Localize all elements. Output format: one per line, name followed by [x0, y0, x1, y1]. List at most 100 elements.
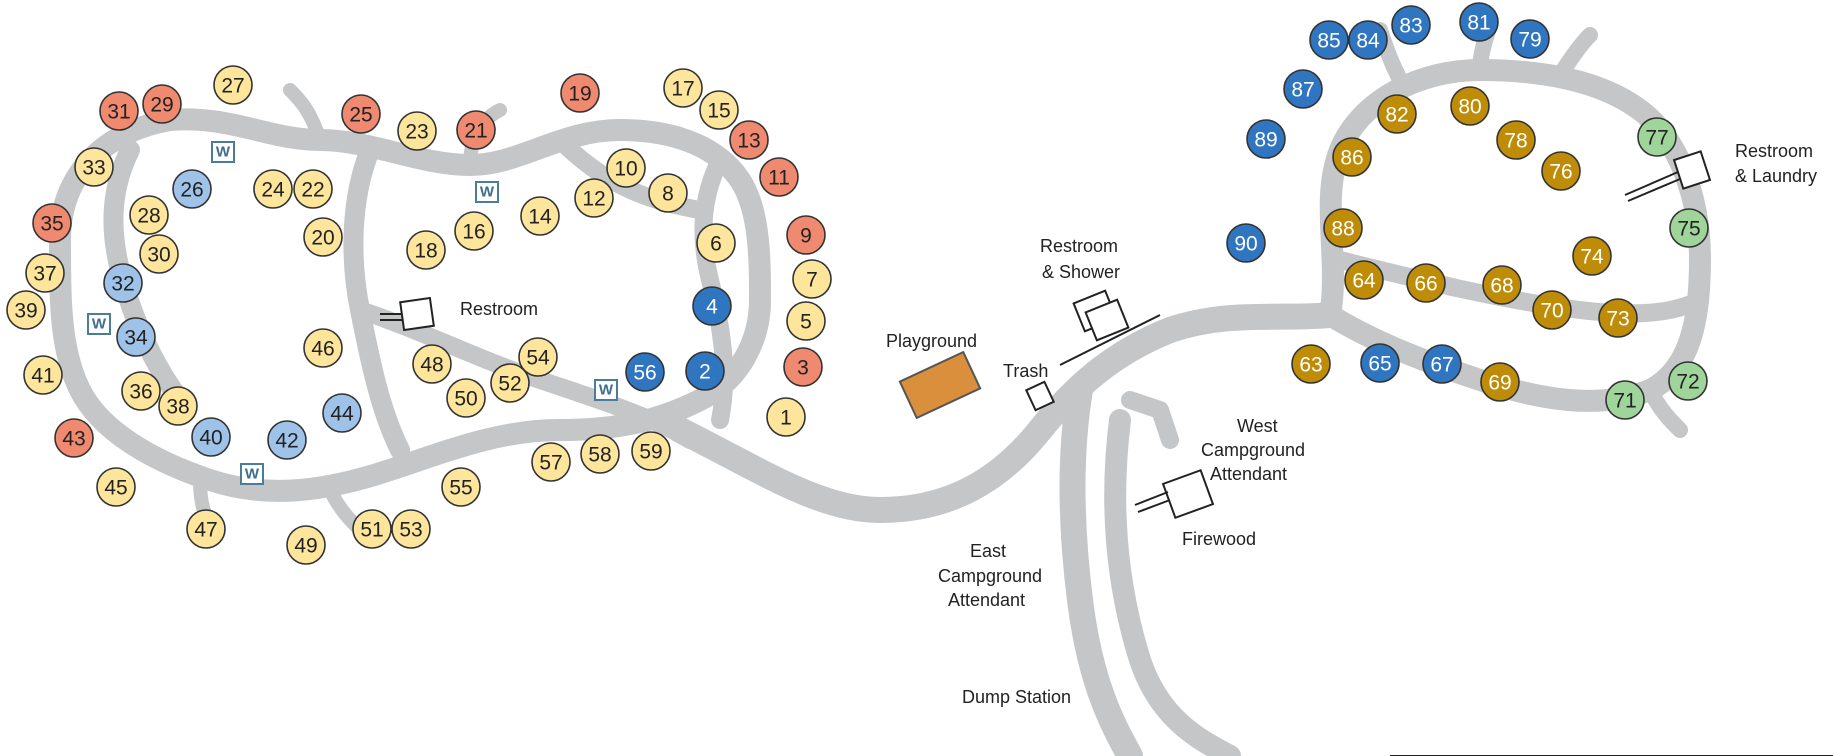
campsite-marker[interactable]: [574, 178, 614, 218]
campsite-6[interactable]: 6: [696, 223, 736, 263]
campsite-marker[interactable]: [1246, 119, 1286, 159]
campsite-marker[interactable]: [441, 467, 481, 507]
campsite-46[interactable]: 46: [303, 328, 343, 368]
campsite-69[interactable]: 69: [1480, 362, 1520, 402]
campsite-marker[interactable]: [139, 234, 179, 274]
campsite-marker[interactable]: [303, 328, 343, 368]
campsite-marker[interactable]: [490, 363, 530, 403]
campsite-33[interactable]: 33: [74, 147, 114, 187]
campsite-24[interactable]: 24: [253, 169, 293, 209]
campsite-12[interactable]: 12: [574, 178, 614, 218]
campsite-30[interactable]: 30: [139, 234, 179, 274]
campsite-55[interactable]: 55: [441, 467, 481, 507]
campsite-marker[interactable]: [352, 509, 392, 549]
campsite-9[interactable]: 9: [786, 215, 826, 255]
campsite-7[interactable]: 7: [792, 259, 832, 299]
campsite-40[interactable]: 40: [191, 417, 231, 457]
campsite-marker[interactable]: [1605, 380, 1645, 420]
campsite-29[interactable]: 29: [142, 84, 182, 124]
campsite-marker[interactable]: [1637, 117, 1677, 157]
campsite-45[interactable]: 45: [96, 467, 136, 507]
campsite-marker[interactable]: [518, 337, 558, 377]
campsite-marker[interactable]: [520, 196, 560, 236]
campsite-marker[interactable]: [759, 157, 799, 197]
campsite-73[interactable]: 73: [1598, 298, 1638, 338]
campsite-88[interactable]: 88: [1323, 208, 1363, 248]
campsite-81[interactable]: 81: [1459, 2, 1499, 42]
campsite-42[interactable]: 42: [267, 420, 307, 460]
campsite-71[interactable]: 71: [1605, 380, 1645, 420]
campsite-marker[interactable]: [303, 217, 343, 257]
campsite-marker[interactable]: [6, 290, 46, 330]
campsite-marker[interactable]: [32, 203, 72, 243]
campsite-84[interactable]: 84: [1348, 20, 1388, 60]
campsite-53[interactable]: 53: [391, 509, 431, 549]
campsite-marker[interactable]: [606, 148, 646, 188]
campsite-1[interactable]: 1: [766, 397, 806, 437]
campsite-43[interactable]: 43: [54, 418, 94, 458]
campsite-5[interactable]: 5: [786, 301, 826, 341]
campsite-22[interactable]: 22: [293, 169, 333, 209]
campsite-marker[interactable]: [267, 420, 307, 460]
campsite-marker[interactable]: [1668, 361, 1708, 401]
campsite-marker[interactable]: [191, 417, 231, 457]
campsite-marker[interactable]: [186, 509, 226, 549]
campsite-marker[interactable]: [103, 263, 143, 303]
campsite-14[interactable]: 14: [520, 196, 560, 236]
campsite-marker[interactable]: [699, 90, 739, 130]
campsite-marker[interactable]: [406, 230, 446, 270]
campsite-marker[interactable]: [1360, 343, 1400, 383]
campsite-marker[interactable]: [1541, 151, 1581, 191]
campsite-marker[interactable]: [1348, 20, 1388, 60]
campsite-34[interactable]: 34: [116, 317, 156, 357]
campsite-47[interactable]: 47: [186, 509, 226, 549]
campsite-marker[interactable]: [1406, 263, 1446, 303]
campsite-marker[interactable]: [129, 195, 169, 235]
campsite-marker[interactable]: [74, 147, 114, 187]
campsite-36[interactable]: 36: [121, 371, 161, 411]
campsite-marker[interactable]: [1344, 260, 1384, 300]
campsite-marker[interactable]: [121, 371, 161, 411]
campsite-63[interactable]: 63: [1291, 344, 1331, 384]
campsite-27[interactable]: 27: [213, 65, 253, 105]
campsite-marker[interactable]: [54, 418, 94, 458]
campsite-marker[interactable]: [142, 84, 182, 124]
campsite-54[interactable]: 54: [518, 337, 558, 377]
campsite-marker[interactable]: [1669, 208, 1709, 248]
campsite-83[interactable]: 83: [1391, 5, 1431, 45]
campsite-marker[interactable]: [631, 431, 671, 471]
campsite-marker[interactable]: [1422, 344, 1462, 384]
campsite-marker[interactable]: [25, 253, 65, 293]
campsite-35[interactable]: 35: [32, 203, 72, 243]
campsite-64[interactable]: 64: [1344, 260, 1384, 300]
campsite-90[interactable]: 90: [1226, 223, 1266, 263]
campsite-82[interactable]: 82: [1377, 94, 1417, 134]
campsite-21[interactable]: 21: [456, 110, 496, 150]
campsite-marker[interactable]: [1459, 2, 1499, 42]
campsite-marker[interactable]: [23, 355, 63, 395]
campsite-marker[interactable]: [1450, 86, 1490, 126]
campsite-marker[interactable]: [116, 317, 156, 357]
campsite-41[interactable]: 41: [23, 355, 63, 395]
campsite-marker[interactable]: [648, 173, 688, 213]
campsite-marker[interactable]: [286, 525, 326, 565]
campsite-2[interactable]: 2: [685, 351, 725, 391]
campsite-86[interactable]: 86: [1332, 137, 1372, 177]
campsite-marker[interactable]: [1323, 208, 1363, 248]
campsite-marker[interactable]: [786, 215, 826, 255]
campsite-76[interactable]: 76: [1541, 151, 1581, 191]
campsite-38[interactable]: 38: [158, 386, 198, 426]
campsite-marker[interactable]: [729, 120, 769, 160]
campsite-marker[interactable]: [293, 169, 333, 209]
campsite-marker[interactable]: [412, 344, 452, 384]
campsite-marker[interactable]: [663, 68, 703, 108]
campsite-marker[interactable]: [322, 393, 362, 433]
campsite-37[interactable]: 37: [25, 253, 65, 293]
campsite-marker[interactable]: [792, 259, 832, 299]
campsite-31[interactable]: 31: [99, 91, 139, 131]
campsite-marker[interactable]: [580, 434, 620, 474]
campsite-77[interactable]: 77: [1637, 117, 1677, 157]
campsite-marker[interactable]: [446, 378, 486, 418]
campsite-marker[interactable]: [456, 110, 496, 150]
campsite-marker[interactable]: [391, 509, 431, 549]
